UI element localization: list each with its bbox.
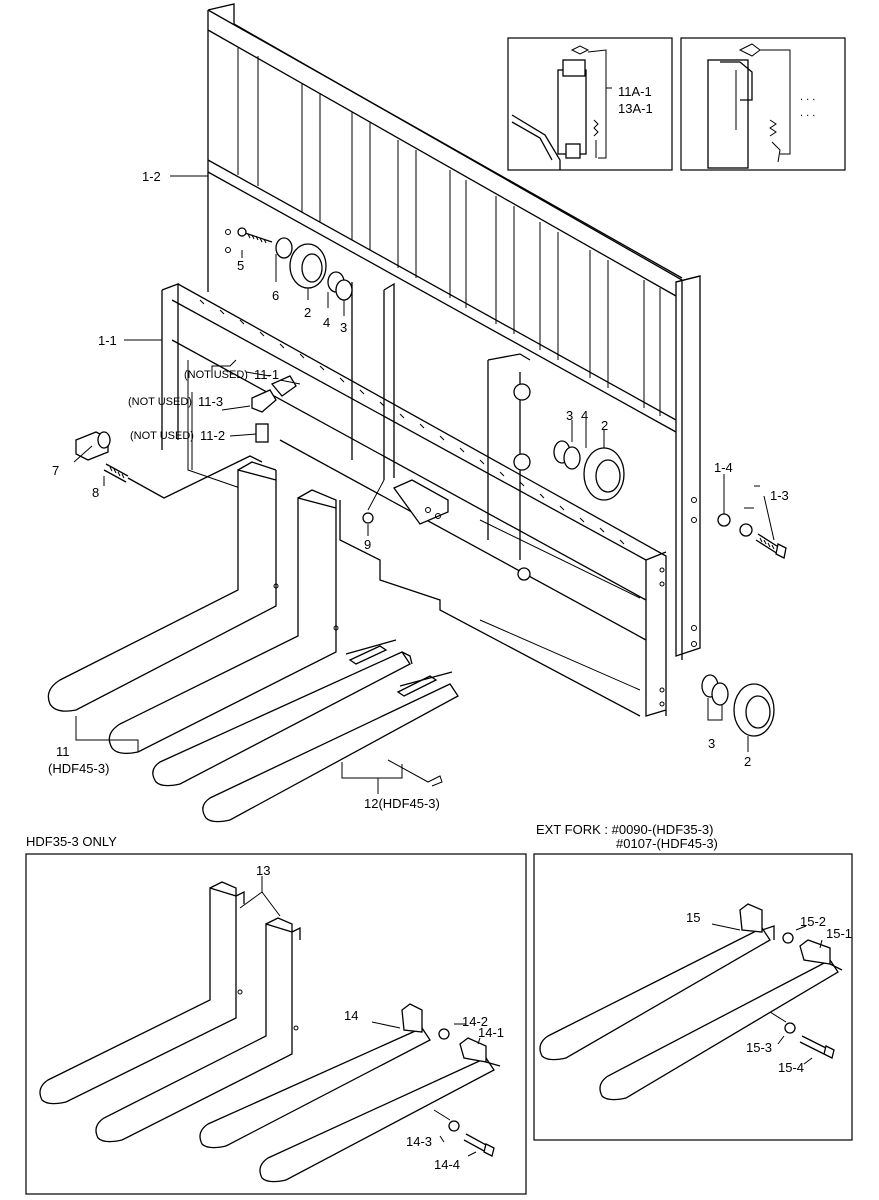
label-14-4: 14-4 bbox=[434, 1157, 460, 1172]
label-not-used-3: (NOT USED) bbox=[130, 430, 194, 442]
label-9: 9 bbox=[364, 537, 371, 552]
section-right-heading-1: EXT FORK : #0090-(HDF35-3) bbox=[536, 822, 713, 837]
label-11-sub: (HDF45-3) bbox=[48, 761, 109, 776]
label-1-1: 1-1 bbox=[98, 333, 117, 348]
section-ext-fork: EXT FORK : #0090-(HDF35-3) #0107-(HDF45-… bbox=[533, 822, 853, 1141]
label-1-4: 1-4 bbox=[714, 460, 733, 475]
label-14-1: 14-1 bbox=[478, 1025, 504, 1040]
label-11-3: 11-3 bbox=[198, 394, 223, 409]
label-11: 11 bbox=[56, 744, 70, 759]
top-roller-assembly bbox=[237, 227, 353, 301]
section-left-heading: HDF35-3 ONLY bbox=[26, 834, 117, 849]
label-7: 7 bbox=[52, 463, 59, 478]
main-labels: 1-2 1-1 5 6 2 4 3 3 4 2 (NOT USED) 11-1 … bbox=[48, 169, 789, 811]
label-2-bottom: 2 bbox=[744, 754, 751, 769]
label-2-top: 2 bbox=[304, 305, 311, 320]
label-14-2: 14-2 bbox=[462, 1014, 488, 1029]
label-15-3: 15-3 bbox=[746, 1040, 772, 1055]
label-13a-1: 13A-1 bbox=[618, 101, 653, 116]
label-4-mid: 4 bbox=[581, 408, 588, 423]
label-14: 14 bbox=[344, 1008, 358, 1023]
label-15-1: 15-1 bbox=[826, 926, 852, 941]
label-3-bottom: 3 bbox=[708, 736, 715, 751]
label-14-3: 14-3 bbox=[406, 1134, 432, 1149]
label-3-top: 3 bbox=[340, 320, 347, 335]
label-1-3: 1-3 bbox=[770, 488, 789, 503]
backrest-frame bbox=[207, 3, 701, 660]
label-4-top: 4 bbox=[323, 315, 330, 330]
label-not-used-1: (NOT USED) bbox=[184, 369, 248, 381]
section-hdf35-only: HDF35-3 ONLY 13 14 14-2 14-1 14-3 14-4 bbox=[25, 834, 527, 1195]
label-inset-b-2: . . . bbox=[800, 107, 815, 119]
label-not-used-2: (NOT USED) bbox=[128, 396, 192, 408]
label-15-4: 15-4 bbox=[778, 1060, 804, 1075]
side-bolt-assembly bbox=[717, 513, 787, 559]
label-11-1: 11-1 bbox=[254, 367, 279, 382]
inset-detail-b: . . . . . . bbox=[680, 37, 846, 171]
fork-carriage bbox=[161, 282, 667, 717]
extension-forks bbox=[152, 639, 459, 823]
label-2-mid: 2 bbox=[601, 418, 608, 433]
label-11a-1: 11A-1 bbox=[618, 84, 652, 99]
label-3-mid: 3 bbox=[566, 408, 573, 423]
label-11-2: 11-2 bbox=[200, 428, 225, 443]
label-inset-b-1: . . . bbox=[800, 91, 815, 103]
label-15-2: 15-2 bbox=[800, 914, 826, 929]
leader-lines bbox=[73, 175, 775, 794]
mid-roller-assembly bbox=[553, 440, 625, 501]
fork-stopper-parts bbox=[75, 360, 385, 524]
main-forks bbox=[47, 461, 339, 754]
section-right-heading-2: #0107-(HDF45-3) bbox=[616, 836, 718, 851]
label-12: 12(HDF45-3) bbox=[364, 796, 440, 811]
bottom-roller-assembly bbox=[701, 674, 775, 737]
label-1-2: 1-2 bbox=[142, 169, 161, 184]
label-5: 5 bbox=[237, 258, 244, 273]
inset-detail-a: 11A-1 13A-1 bbox=[507, 37, 673, 171]
label-15: 15 bbox=[686, 910, 700, 925]
label-8: 8 bbox=[92, 485, 99, 500]
label-13: 13 bbox=[256, 863, 270, 878]
label-6: 6 bbox=[272, 288, 279, 303]
